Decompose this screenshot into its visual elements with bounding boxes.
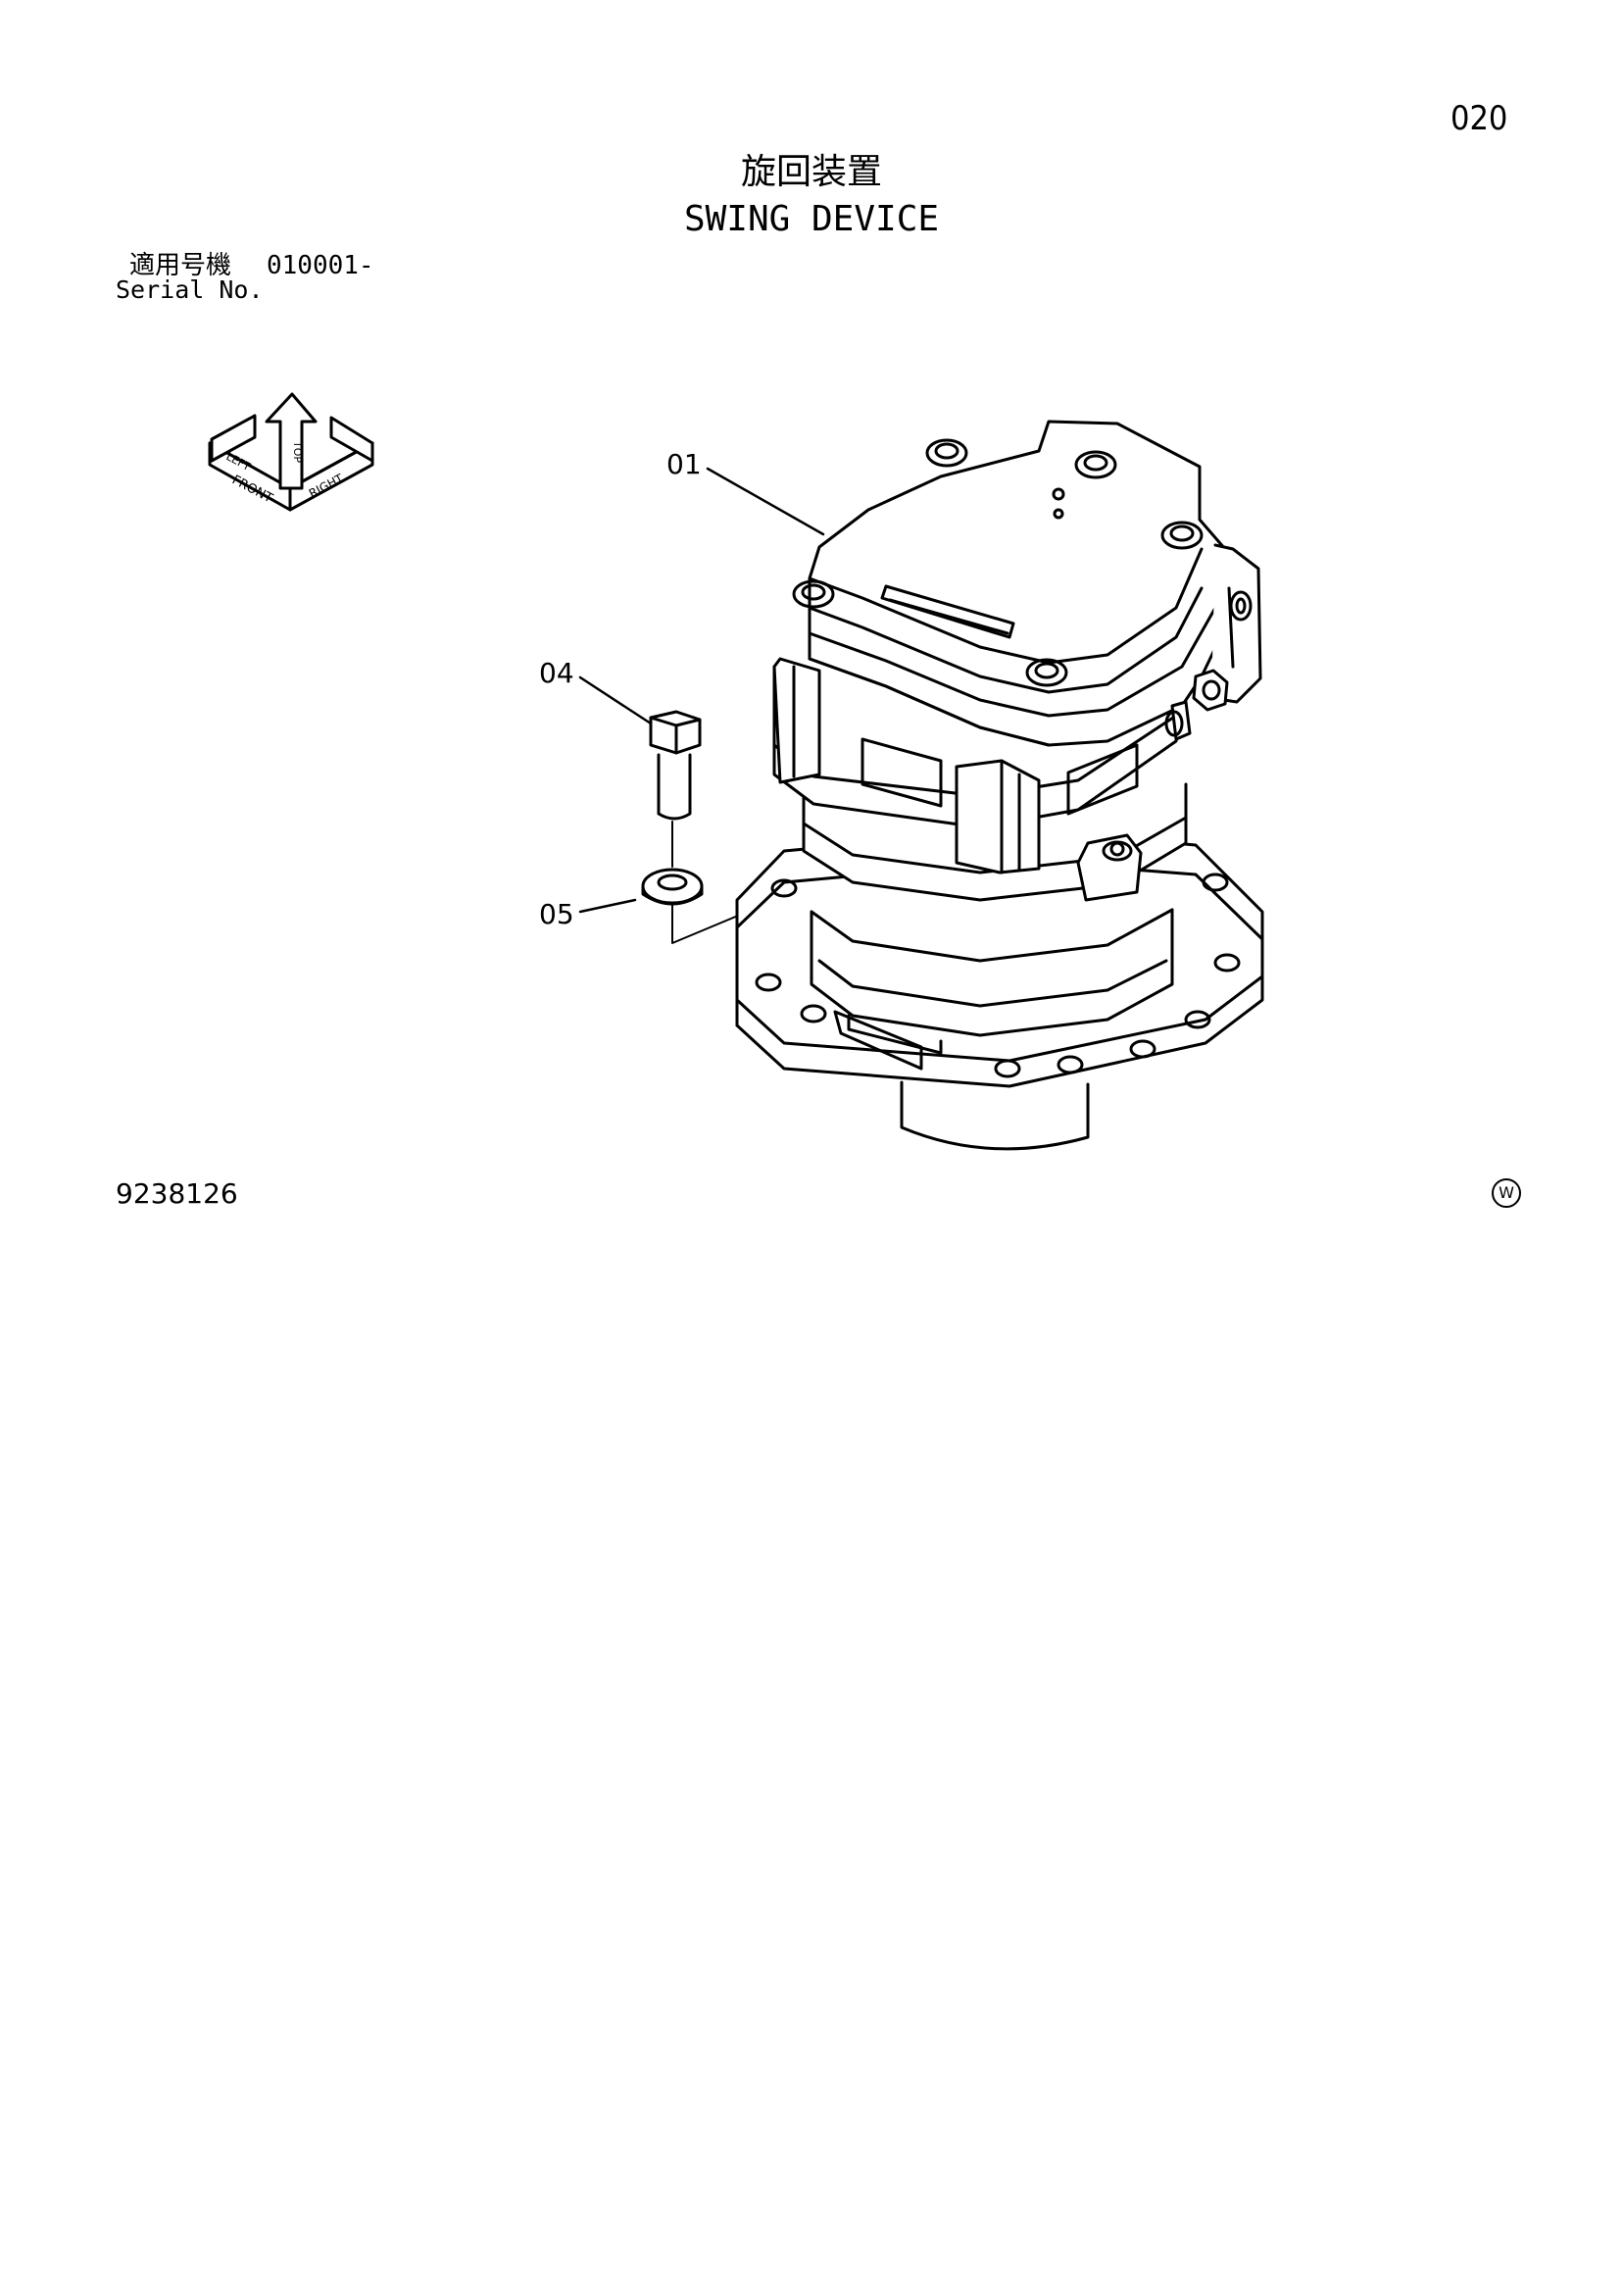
callout-04-label: 04 — [539, 657, 574, 689]
serial-label-japanese: 適用号機 — [129, 251, 232, 280]
callout-05: 05 — [539, 898, 637, 930]
callout-01-label: 01 — [666, 448, 702, 480]
callout-04: 04 — [539, 657, 653, 725]
swing-device-part — [735, 420, 1264, 1151]
page-title-japanese: 旋回装置 — [740, 152, 882, 192]
w-mark-symbol: W — [1492, 1178, 1521, 1208]
orientation-icon: FRONT LEFT TOP RIGHT — [208, 392, 374, 512]
page-title-english: SWING DEVICE — [683, 199, 940, 239]
callout-01: 01 — [666, 448, 825, 536]
washer-part — [641, 868, 704, 906]
drawing-number: 9238126 — [116, 1177, 238, 1210]
serial-label-english: Serial No. — [116, 275, 264, 304]
serial-range: 010001- — [267, 251, 374, 280]
bolt-part — [649, 710, 702, 821]
cover-bolt-heads — [792, 438, 1204, 687]
page-number: 020 — [1451, 99, 1508, 138]
orientation-top-label: TOP — [291, 440, 304, 463]
callout-05-label: 05 — [539, 898, 574, 930]
